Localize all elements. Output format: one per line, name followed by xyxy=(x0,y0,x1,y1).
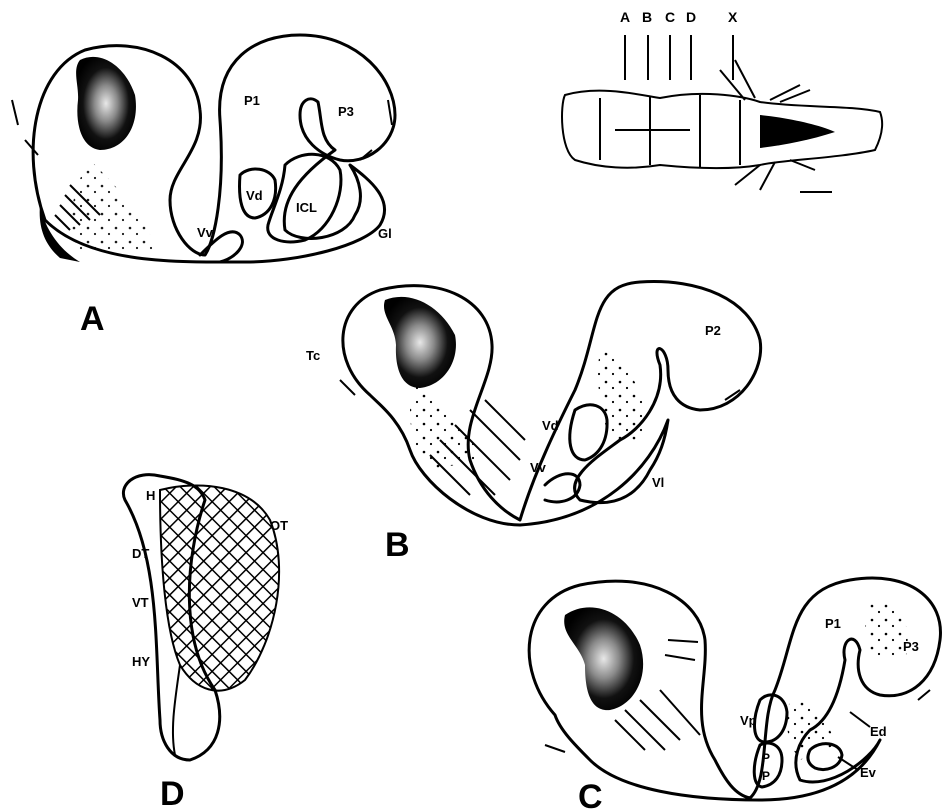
label-c-vp: Vp xyxy=(740,713,757,728)
marker-label-c: C xyxy=(665,9,675,25)
section-b-vd-compartment xyxy=(570,405,607,460)
label-d-dt: DT xyxy=(132,546,149,561)
label-c-p-top: P xyxy=(762,751,770,765)
label-b-tc: Tc xyxy=(306,348,320,363)
brain-divisions xyxy=(600,95,740,168)
section-a-icl-region xyxy=(268,154,341,242)
label-a-vv: Vv xyxy=(197,225,214,240)
marker-label-x: X xyxy=(728,9,738,25)
section-c-leader-ev xyxy=(838,757,858,770)
section-a: P1 P3 Vd ICL Vv Gl xyxy=(12,35,395,262)
marker-label-a: A xyxy=(620,9,630,25)
label-a-p1: P1 xyxy=(244,93,260,108)
section-d-inner-line xyxy=(173,665,180,755)
label-c-p3: P3 xyxy=(903,639,919,654)
label-c-ev: Ev xyxy=(860,765,877,780)
section-b-dash xyxy=(340,380,740,400)
label-b-vv: Vv xyxy=(530,460,547,475)
section-c-eye xyxy=(564,607,643,710)
label-c-ed: Ed xyxy=(870,724,887,739)
label-a-icl: ICL xyxy=(296,200,317,215)
label-a-gl: Gl xyxy=(378,226,392,241)
section-b-eye xyxy=(384,297,456,388)
label-b-vl: Vl xyxy=(652,475,664,490)
label-b-p2: P2 xyxy=(705,323,721,338)
panel-label-a: A xyxy=(80,300,105,338)
section-a-dotfield xyxy=(71,160,155,250)
section-b: Tc P2 Vd Vv Vl xyxy=(306,282,761,525)
label-c-p1: P1 xyxy=(825,616,841,631)
label-d-vt: VT xyxy=(132,595,149,610)
marker-label-b: B xyxy=(642,9,652,25)
section-d: H OT DT VT HY xyxy=(123,475,288,760)
section-c-dotfield-right xyxy=(865,599,907,660)
section-c-dotfield xyxy=(787,700,835,760)
brain-schematic: A B C D X xyxy=(562,9,882,192)
label-d-ot: OT xyxy=(270,518,288,533)
label-d-h: H xyxy=(146,488,155,503)
brain-dark-core xyxy=(760,115,835,148)
section-b-dotfield-right xyxy=(598,350,646,440)
section-d-grid-region xyxy=(160,485,279,690)
label-b-vd: Vd xyxy=(542,418,559,433)
brain-body xyxy=(562,91,882,168)
section-a-eye xyxy=(76,57,136,150)
panel-label-d: D xyxy=(160,775,185,812)
panel-label-b: B xyxy=(385,526,410,564)
label-d-hy: HY xyxy=(132,654,150,669)
marker-label-d: D xyxy=(686,9,696,25)
panel-label-c: C xyxy=(578,778,603,812)
label-a-p3: P3 xyxy=(338,104,354,119)
label-a-vd: Vd xyxy=(246,188,263,203)
section-c: P1 P3 Vp P P Ed Ev xyxy=(529,578,940,800)
section-c-leader-ed xyxy=(850,712,870,727)
label-c-p-bottom: P xyxy=(762,769,770,783)
